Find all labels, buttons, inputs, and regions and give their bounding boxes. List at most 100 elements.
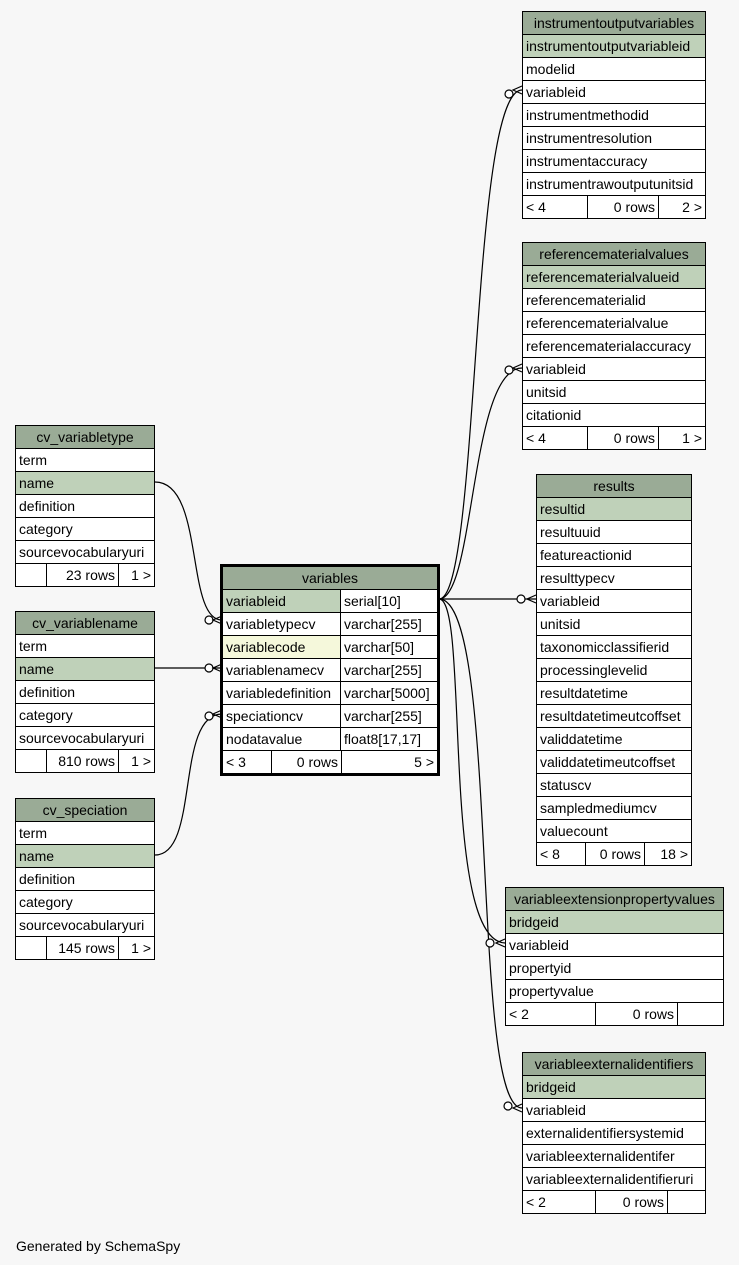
parents-link[interactable]: < 2 — [509, 1006, 529, 1022]
column-row: variableid — [506, 934, 723, 957]
table-header[interactable]: cv_variabletype — [16, 426, 154, 449]
row-count: 145 rows — [46, 937, 118, 959]
table-variableextensionpropertyvalues[interactable]: variableextensionpropertyvalues bridgeid… — [505, 887, 724, 1026]
table-header[interactable]: results — [537, 475, 691, 498]
column-row: propertyid — [506, 957, 723, 980]
table-footer: < 3 0 rows 5 > — [223, 751, 437, 773]
column-name: sampledmediumcv — [540, 800, 657, 816]
table-header[interactable]: cv_variablename — [16, 612, 154, 635]
children-link[interactable]: 5 > — [341, 751, 437, 773]
table-footer: < 8 0 rows 18 > — [537, 843, 691, 865]
table-header[interactable]: referencematerialvalues — [523, 243, 705, 266]
column-name: resulttypecv — [540, 570, 615, 586]
table-footer: < 4 0 rows 2 > — [523, 196, 705, 218]
edge-cv_speciation — [154, 713, 223, 856]
column-name: term — [19, 452, 47, 468]
column-row: variabletypecv varchar[255] — [223, 613, 437, 636]
column-row: resultdatetime — [537, 682, 691, 705]
column-name: resultid — [540, 501, 586, 517]
column-row: sourcevocabularyuri — [16, 727, 154, 750]
table-instrumentoutputvariables[interactable]: instrumentoutputvariables instrumentoutp… — [522, 11, 706, 219]
table-header[interactable]: instrumentoutputvariables — [523, 12, 705, 35]
column-name: nodatavalue — [226, 731, 303, 747]
column-name: featureactionid — [540, 547, 632, 563]
parents-link[interactable]: < 2 — [526, 1194, 546, 1210]
table-header[interactable]: variableextensionpropertyvalues — [506, 888, 723, 911]
parents-link[interactable]: < 3 — [226, 754, 246, 770]
crowfoot-icon — [211, 663, 223, 673]
column-name: referencematerialvalue — [526, 315, 669, 331]
parents-link[interactable]: < 8 — [540, 846, 560, 862]
column-name: instrumentresolution — [526, 130, 653, 146]
table-header[interactable]: cv_speciation — [16, 799, 154, 822]
children-link[interactable]: 1 > — [118, 750, 154, 772]
table-cv_variabletype[interactable]: cv_variabletype term name definition cat… — [15, 425, 155, 587]
column-name: variableid — [223, 590, 340, 612]
column-row: definition — [16, 868, 154, 891]
column-name: unitsid — [540, 616, 581, 632]
column-row: instrumentaccuracy — [523, 150, 705, 173]
table-variables[interactable]: variables variableid serial[10] variable… — [220, 564, 440, 776]
column-row: resultuuid — [537, 521, 691, 544]
column-type: varchar[255] — [340, 705, 437, 727]
children-link[interactable]: 18 > — [644, 843, 691, 865]
children-link[interactable] — [677, 1003, 723, 1025]
edge-referencematerialvalues — [438, 367, 523, 600]
children-link[interactable]: 2 > — [658, 196, 705, 218]
children-link[interactable]: 1 > — [118, 564, 154, 586]
table-footer: 23 rows 1 > — [16, 564, 154, 586]
column-row: category — [16, 518, 154, 541]
column-name: variableid — [526, 361, 586, 377]
column-name: resultdatetime — [540, 685, 628, 701]
column-row: term — [16, 635, 154, 658]
table-footer: 810 rows 1 > — [16, 750, 154, 772]
column-row: name — [16, 658, 154, 681]
zero-marker-icon — [485, 938, 495, 948]
table-results[interactable]: results resultid resultuuid featureactio… — [536, 474, 692, 866]
table-cv_speciation[interactable]: cv_speciation term name definition categ… — [15, 798, 155, 960]
column-row: category — [16, 704, 154, 727]
table-variableexternalidentifiers[interactable]: variableexternalidentifiers bridgeid var… — [522, 1052, 706, 1214]
column-row: instrumentrawoutputunitsid — [523, 173, 705, 196]
column-row: modelid — [523, 58, 705, 81]
column-row: variableid — [523, 358, 705, 381]
crowfoot-icon — [511, 85, 523, 95]
crowfoot-icon — [511, 363, 523, 373]
zero-marker-icon — [516, 594, 526, 604]
table-header[interactable]: variableexternalidentifiers — [523, 1053, 705, 1076]
column-name: processinglevelid — [540, 662, 648, 678]
column-row: resultid — [537, 498, 691, 521]
crowfoot-icon — [494, 938, 506, 948]
parents-link[interactable] — [16, 564, 46, 586]
children-link[interactable]: 1 > — [658, 427, 705, 449]
column-row: variableid — [537, 590, 691, 613]
row-count: 23 rows — [46, 564, 118, 586]
column-name: definition — [19, 498, 76, 514]
parents-link[interactable] — [16, 750, 46, 772]
column-name: bridgeid — [526, 1079, 576, 1095]
table-cv_variablename[interactable]: cv_variablename term name definition cat… — [15, 611, 155, 773]
column-name: sourcevocabularyuri — [19, 730, 145, 746]
column-name: resultuuid — [540, 524, 601, 540]
parents-link[interactable]: < 4 — [526, 430, 546, 446]
column-row: processinglevelid — [537, 659, 691, 682]
table-footer: 145 rows 1 > — [16, 937, 154, 959]
crowfoot-icon — [211, 709, 223, 719]
column-row: validdatetimeutcoffset — [537, 751, 691, 774]
parents-link[interactable]: < 4 — [526, 199, 546, 215]
column-name: statuscv — [540, 777, 592, 793]
column-row: term — [16, 822, 154, 845]
column-name: category — [19, 894, 73, 910]
row-count: 0 rows — [595, 1003, 677, 1025]
column-type: varchar[255] — [340, 659, 437, 681]
parents-link[interactable] — [16, 937, 46, 959]
children-link[interactable]: 1 > — [118, 937, 154, 959]
table-referencematerialvalues[interactable]: referencematerialvalues referencemateria… — [522, 242, 706, 450]
table-header[interactable]: variables — [223, 567, 437, 590]
children-link[interactable] — [667, 1191, 705, 1213]
column-name: term — [19, 825, 47, 841]
column-name: variableid — [540, 593, 600, 609]
column-name: referencematerialid — [526, 292, 646, 308]
column-name: variablenamecv — [226, 662, 325, 678]
